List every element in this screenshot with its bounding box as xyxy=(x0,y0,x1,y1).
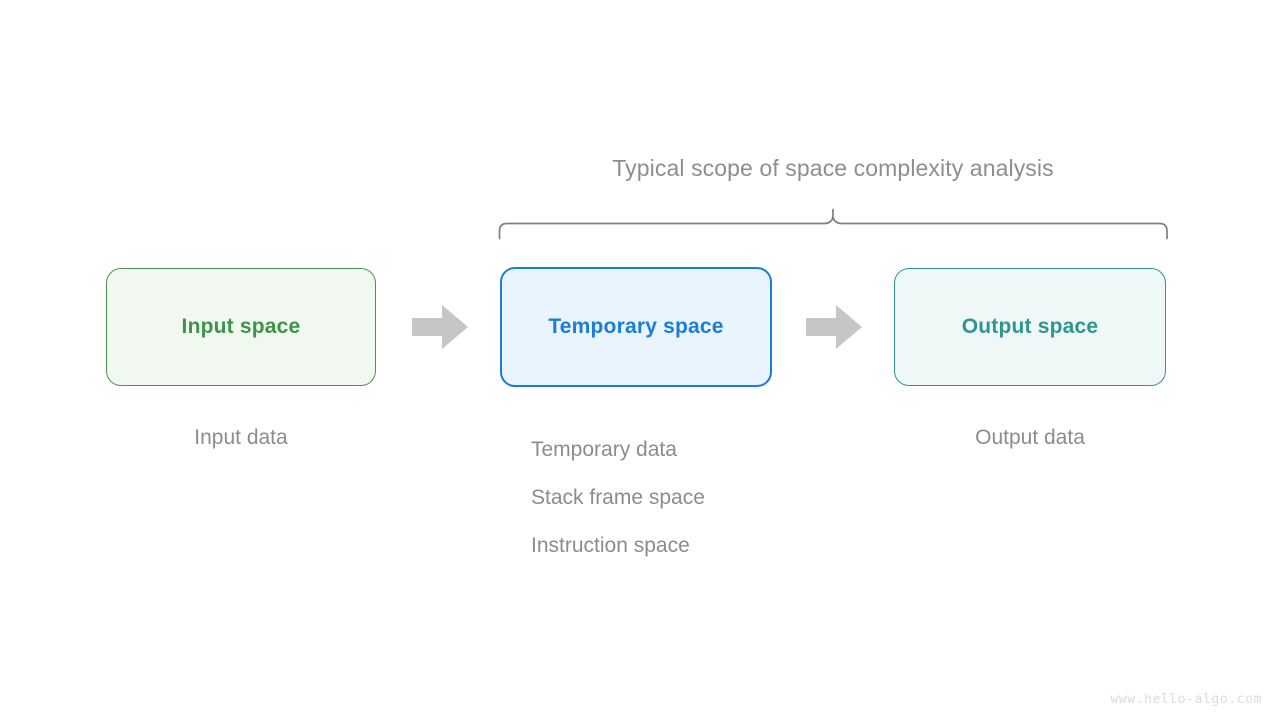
right-arrow-icon xyxy=(806,305,862,349)
input-space-box[interactable]: Input space xyxy=(106,268,376,386)
temporary-space-box[interactable]: Temporary space xyxy=(500,267,772,387)
output-space-label: Output space xyxy=(961,315,1099,338)
temporary-captions: Temporary data Stack frame space Instruc… xyxy=(531,426,705,570)
input-space-label: Input space xyxy=(181,315,301,338)
output-caption-line: Output data xyxy=(975,426,1085,449)
right-arrow-icon xyxy=(412,305,468,349)
scope-caption: Typical scope of space complexity analys… xyxy=(612,155,1054,181)
input-caption-line: Input data xyxy=(194,426,288,449)
temporary-caption-line: Temporary data xyxy=(531,438,677,461)
scope-brace-icon xyxy=(498,208,1168,240)
temporary-caption-line: Instruction space xyxy=(531,534,690,557)
input-captions: Input data xyxy=(106,426,376,450)
temporary-space-label: Temporary space xyxy=(548,315,724,338)
output-space-box[interactable]: Output space xyxy=(894,268,1166,386)
output-captions: Output data xyxy=(894,426,1166,450)
temporary-caption-line: Stack frame space xyxy=(531,486,705,509)
site-watermark: www.hello-algo.com xyxy=(1110,692,1262,707)
